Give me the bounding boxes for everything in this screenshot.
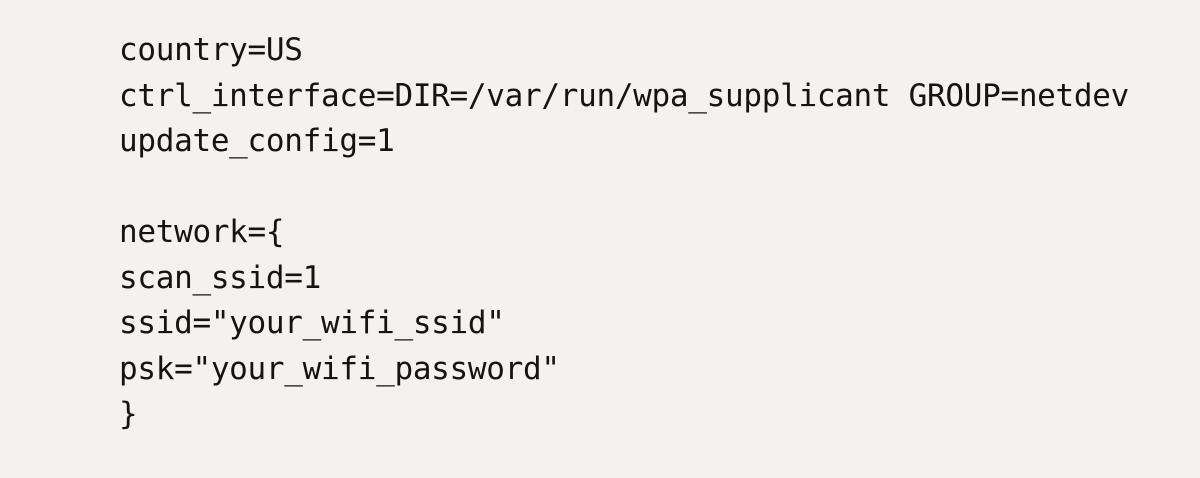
code-line: country=US <box>119 32 303 68</box>
code-line: } <box>119 396 138 432</box>
code-line: ssid="your_wifi_ssid" <box>119 305 505 341</box>
config-code-block: country=US ctrl_interface=DIR=/var/run/w… <box>119 28 1129 438</box>
code-line: update_config=1 <box>119 123 395 159</box>
code-line: network={ <box>119 214 285 250</box>
code-line: scan_ssid=1 <box>119 259 321 296</box>
code-line: psk="your_wifi_password" <box>119 350 560 387</box>
code-line: ctrl_interface=DIR=/var/run/wpa_supplica… <box>119 77 1129 114</box>
code-line-blank <box>119 165 1129 211</box>
